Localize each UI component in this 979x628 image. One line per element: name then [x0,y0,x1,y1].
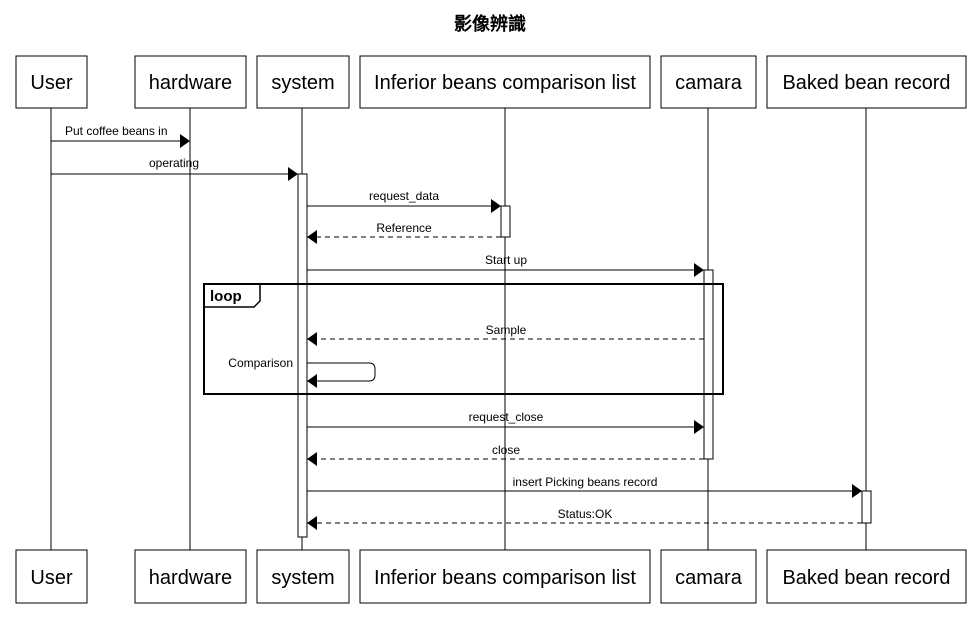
message-comparison: Comparison [228,356,376,388]
loop-frame-label: loop [210,288,242,305]
diagram-title: 影像辨識 [454,13,526,34]
activation-baked [861,490,872,524]
message-label: request_close [469,410,544,424]
participant-baked-bottom: Baked bean record [766,549,967,604]
activation-camara [703,269,714,460]
message-sample: Sample [307,323,704,346]
message-label: operating [149,156,199,170]
participant-label: Baked bean record [783,72,951,94]
participant-label: hardware [149,72,232,94]
message-label: request_data [369,189,439,203]
message-label: Put coffee beans in [65,124,168,138]
message-label: Comparison [228,356,293,370]
participant-camara-top: camara [660,55,757,109]
message-reference: Reference [307,221,501,244]
message-close: close [307,443,704,466]
participant-label: camara [675,567,743,589]
message-label: close [492,443,520,457]
participant-label: User [30,567,73,589]
message-label: insert Picking beans record [513,475,658,489]
participant-label: Inferior beans comparison list [374,567,636,589]
activation-system [297,173,308,538]
participant-inferior-bottom: Inferior beans comparison list [359,549,651,604]
participant-label: Baked bean record [783,567,951,589]
message-insert-picking-beans-record: insert Picking beans record [307,475,862,498]
message-put-coffee-beans-in: Put coffee beans in [51,124,190,148]
participant-label: system [271,72,334,94]
message-status-ok: Status:OK [307,507,862,530]
loop-frame: loop [203,283,724,395]
participant-label: User [30,72,73,94]
participant-label: hardware [149,567,232,589]
participant-system-bottom: system [256,549,350,604]
message-label: Reference [376,221,432,235]
participant-hardware-bottom: hardware [134,549,247,604]
message-request-data: request_data [307,189,501,213]
participant-camara-bottom: camara [660,549,757,604]
participant-label: camara [675,72,743,94]
participant-system-top: system [256,55,350,109]
participant-hardware-top: hardware [134,55,247,109]
message-operating: operating [51,156,298,181]
participant-inferior-top: Inferior beans comparison list [359,55,651,109]
participant-label: system [271,567,334,589]
participant-user-top: User [15,55,88,109]
message-request-close: request_close [307,410,704,434]
message-label: Sample [486,323,527,337]
message-start-up: Start up [307,253,704,277]
message-label: Start up [485,253,527,267]
message-label: Status:OK [558,507,613,521]
activation-inferior [500,205,511,238]
participant-baked-top: Baked bean record [766,55,967,109]
participant-label: Inferior beans comparison list [374,72,636,94]
participant-user-bottom: User [15,549,88,604]
